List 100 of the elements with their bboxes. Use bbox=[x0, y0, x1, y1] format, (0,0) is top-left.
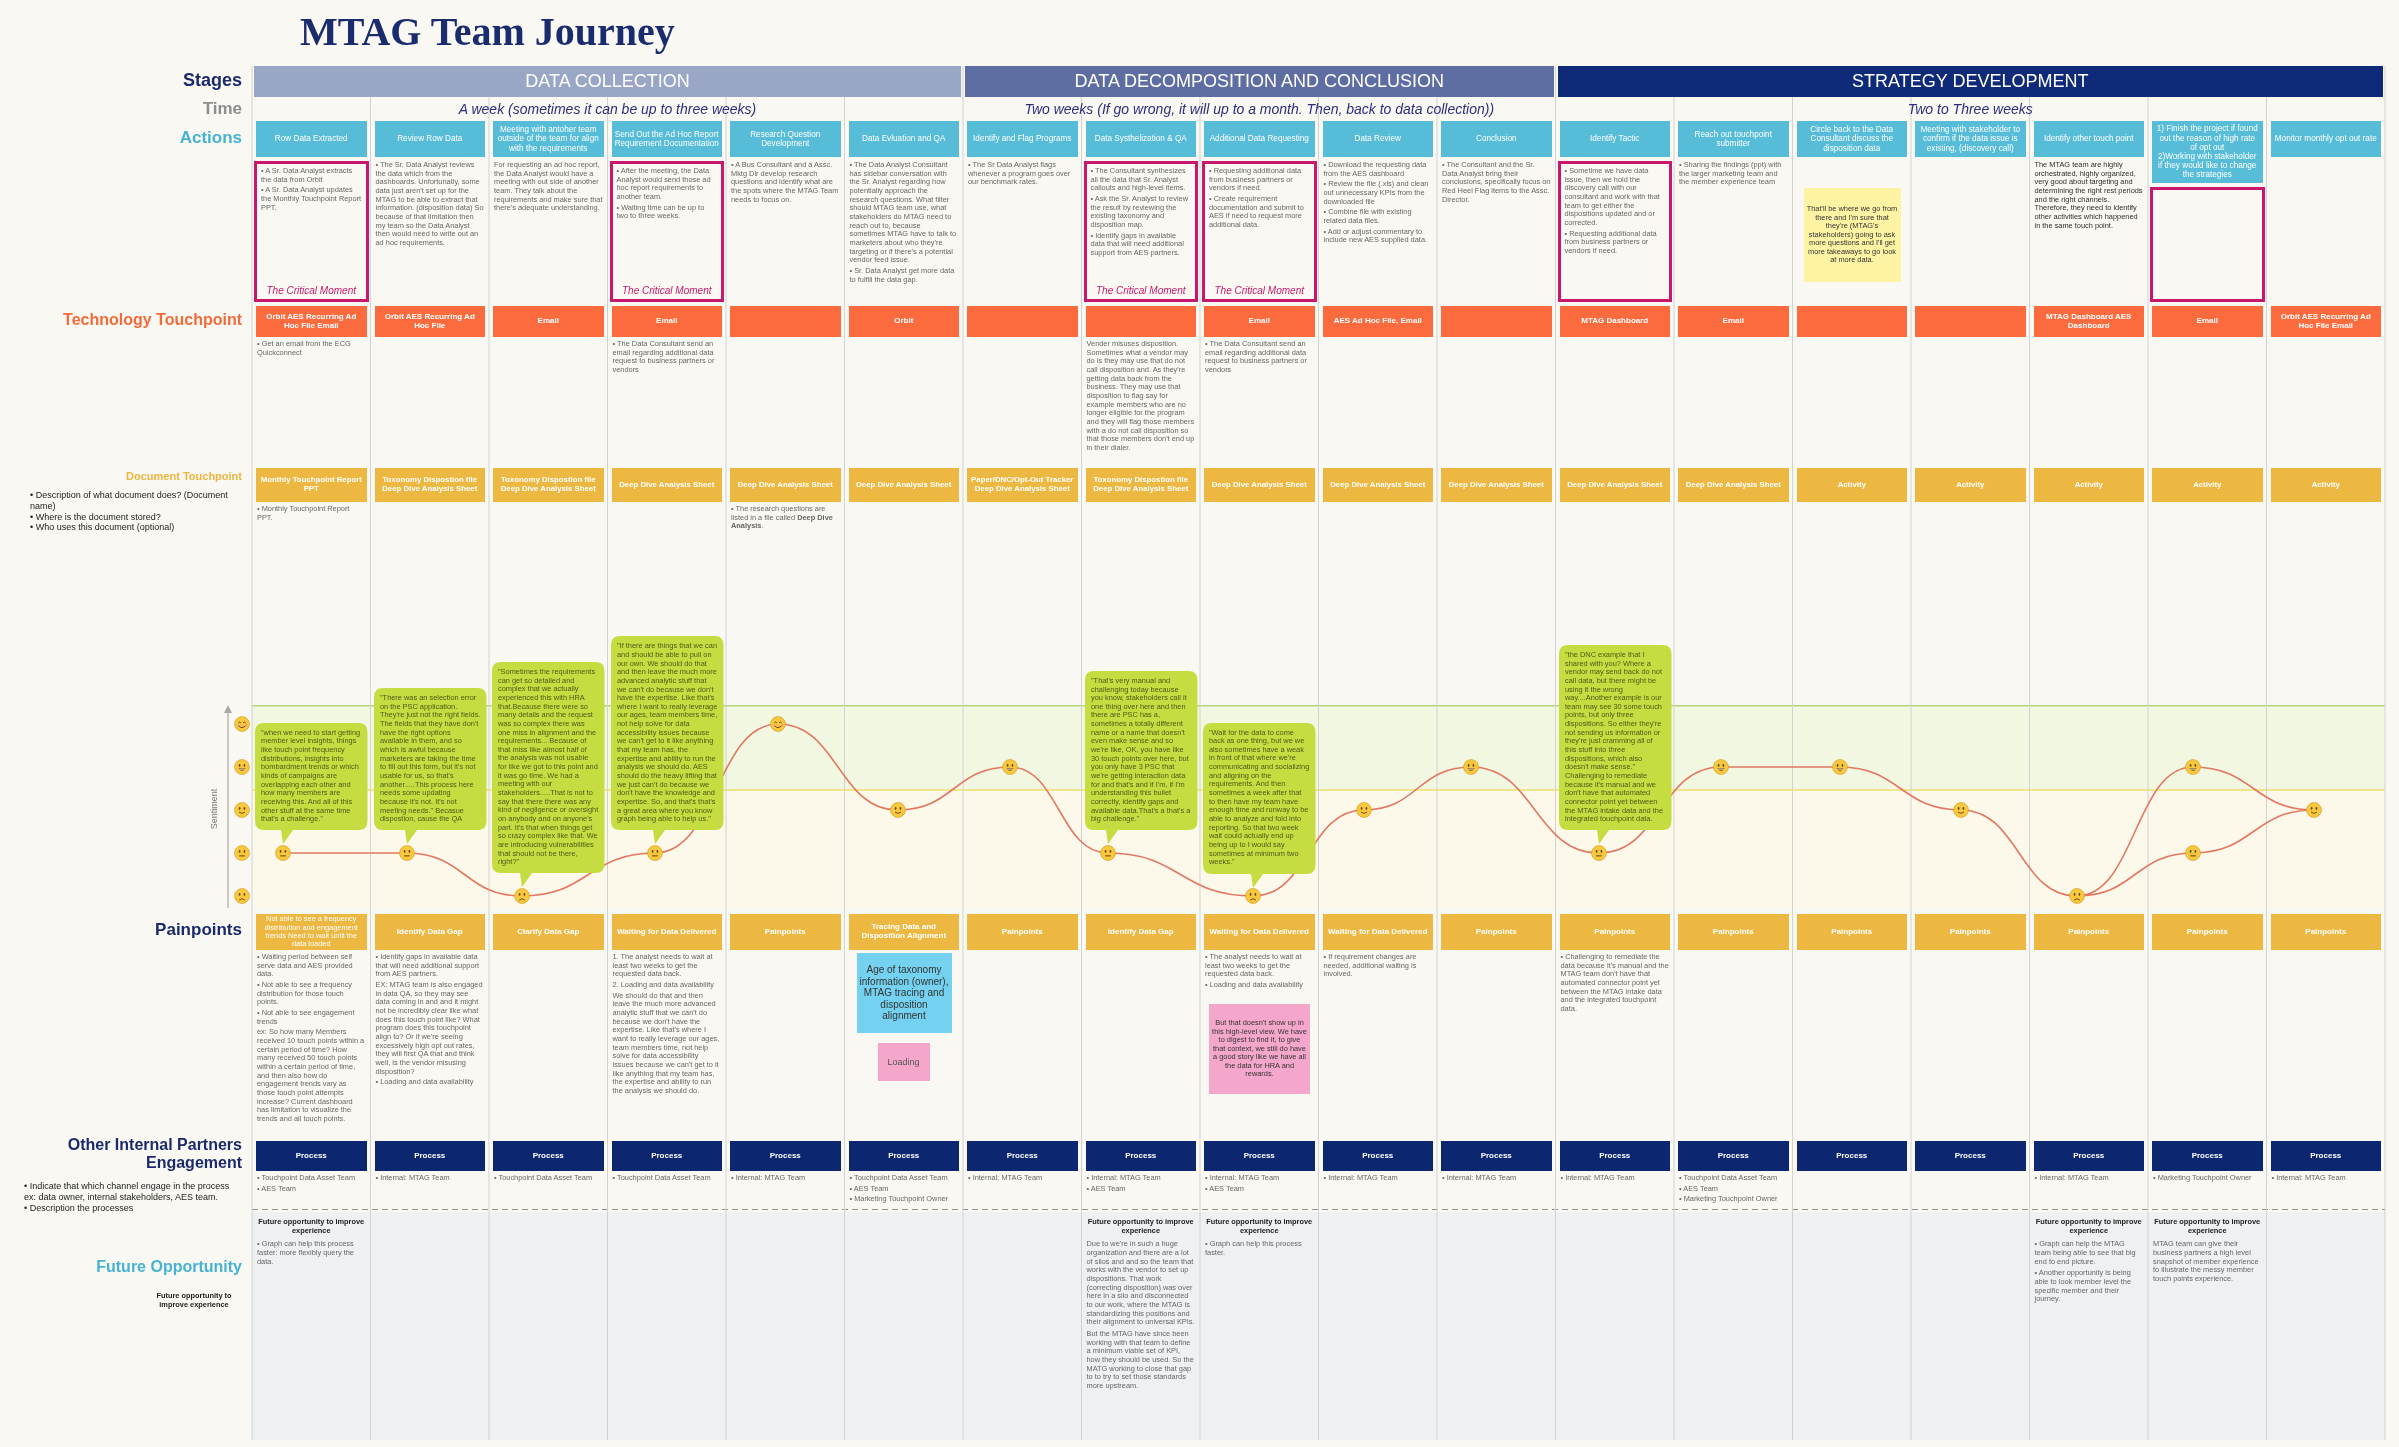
painpoint-title: Waiting for Data Delivered bbox=[1209, 927, 1309, 937]
guideline-text: • Who uses this document (optional) bbox=[30, 522, 175, 534]
document-box bbox=[1322, 468, 1433, 502]
process-box bbox=[730, 1141, 841, 1171]
painpoint-title: Tracing Data and Disposition Alignment bbox=[860, 923, 948, 941]
technology-box bbox=[1678, 306, 1789, 337]
stage-banner bbox=[254, 66, 961, 97]
process-box bbox=[1322, 1141, 1433, 1171]
stage-title: STRATEGY DEVELOPMENT bbox=[1852, 71, 2089, 92]
document-box bbox=[967, 468, 1078, 502]
process-label: Process bbox=[295, 1151, 327, 1161]
document-box bbox=[730, 468, 841, 502]
document-box bbox=[493, 468, 604, 502]
technology-box bbox=[493, 306, 604, 337]
row-heading: Painpoints bbox=[155, 920, 242, 940]
speech-bubble bbox=[374, 688, 487, 844]
painpoint-title: Clarify Data Gap bbox=[517, 927, 580, 937]
technology-box bbox=[1559, 306, 1670, 337]
step-title: Reach out touchpoint submitter bbox=[1693, 129, 1773, 149]
technology-box bbox=[1915, 306, 2026, 337]
painpoint-box bbox=[848, 914, 959, 950]
step-title: Review Row Data bbox=[397, 134, 463, 144]
step-title: Data Systhelization & QA bbox=[1094, 134, 1187, 144]
painpoint-box bbox=[730, 914, 841, 950]
guideline-text: • Description of what document does? (Document name) bbox=[30, 490, 229, 512]
step-header bbox=[967, 121, 1078, 157]
step-title: Circle back to the Data Consultant discuss the disposition data bbox=[1809, 125, 1895, 153]
technology-box bbox=[2152, 306, 2263, 337]
technology-box bbox=[1441, 306, 1552, 337]
technology-box bbox=[1322, 306, 1433, 337]
process-label: Process bbox=[1125, 1151, 1157, 1161]
document-box bbox=[2270, 468, 2381, 502]
process-box bbox=[1085, 1141, 1196, 1171]
step-title: 2)Working with stakeholder if they would like to change the strategies bbox=[2156, 152, 2258, 180]
process-box bbox=[2152, 1141, 2263, 1171]
critical-moment-box bbox=[1083, 161, 1198, 302]
technology-box bbox=[2270, 306, 2381, 337]
painpoint-box bbox=[1559, 914, 1670, 950]
step-header bbox=[1441, 121, 1552, 157]
step-title: Identify and Flag Programs bbox=[973, 134, 1072, 144]
critical-moment-label: The Critical Moment bbox=[1214, 285, 1304, 297]
speech-bubble bbox=[255, 722, 368, 844]
step-title: Identify Tactic bbox=[1590, 134, 1640, 144]
process-box bbox=[374, 1141, 485, 1171]
painpoint-box bbox=[1322, 914, 1433, 950]
axis-label: Sentiment bbox=[209, 788, 220, 830]
tool-name: Email bbox=[656, 317, 678, 326]
process-box bbox=[967, 1141, 1078, 1171]
process-label: Process bbox=[1717, 1151, 1749, 1161]
process-box bbox=[1678, 1141, 1789, 1171]
tool-name: Email bbox=[2196, 317, 2218, 326]
tool-name: AES Ad Hoc File, Email bbox=[1333, 317, 1422, 326]
process-label: Process bbox=[532, 1151, 564, 1161]
technology-box bbox=[1204, 306, 1315, 337]
row-heading: Technology Touchpoint bbox=[63, 311, 242, 330]
technology-box bbox=[256, 306, 367, 337]
row-heading: Document Touchpoint bbox=[126, 470, 242, 483]
step-title: Conclusion bbox=[1476, 134, 1517, 144]
step-header bbox=[2033, 121, 2144, 157]
process-box bbox=[256, 1141, 367, 1171]
document-box bbox=[1796, 468, 1907, 502]
process-label: Process bbox=[1362, 1151, 1394, 1161]
painpoint-box bbox=[1441, 914, 1552, 950]
guideline-text: • Where is the document stored? bbox=[30, 511, 161, 523]
tool-name: Orbit AES Recurring Ad Hoc File Email bbox=[2279, 312, 2372, 331]
painpoint-title: Painpoints bbox=[1594, 927, 1636, 937]
critical-moment-box bbox=[254, 161, 369, 302]
tool-name: Email bbox=[1722, 317, 1744, 326]
painpoint-title: Identify Data Gap bbox=[396, 927, 463, 937]
speech-bubble bbox=[1085, 670, 1198, 844]
step-title: Data Evluation and QA bbox=[862, 134, 946, 144]
step-title: Data Review bbox=[1354, 134, 1401, 144]
painpoint-box bbox=[256, 914, 367, 950]
step-header bbox=[1796, 121, 1907, 157]
painpoint-box bbox=[2033, 914, 2144, 950]
step-title: Send Out the Ad Hoc Report Requirement Documentation bbox=[614, 129, 719, 149]
process-label: Process bbox=[2073, 1151, 2105, 1161]
painpoint-title: Identify Data Gap bbox=[1107, 927, 1174, 937]
process-box bbox=[611, 1141, 722, 1171]
step-title: Row Data Extracted bbox=[274, 134, 348, 144]
sticky-note bbox=[1803, 188, 1901, 282]
technology-box bbox=[611, 306, 722, 337]
tool-name: Orbit AES Recurring Ad Hoc File bbox=[383, 312, 476, 331]
step-header bbox=[2152, 121, 2263, 183]
painpoint-title: Waiting for Data Delivered bbox=[617, 927, 717, 937]
document-box bbox=[256, 468, 367, 502]
step-header bbox=[1678, 121, 1789, 157]
document-box bbox=[374, 468, 485, 502]
painpoint-box bbox=[493, 914, 604, 950]
painpoint-box bbox=[1678, 914, 1789, 950]
critical-moment-label: The Critical Moment bbox=[266, 285, 356, 297]
process-label: Process bbox=[1836, 1151, 1868, 1161]
painpoint-box bbox=[611, 914, 722, 950]
document-box bbox=[848, 468, 959, 502]
painpoint-title: Painpoints bbox=[2305, 927, 2347, 937]
painpoint-title: Painpoints bbox=[1001, 927, 1043, 937]
document-box bbox=[1678, 468, 1789, 502]
document-box bbox=[2152, 468, 2263, 502]
process-label: Process bbox=[2310, 1151, 2342, 1161]
step-header bbox=[374, 121, 485, 157]
